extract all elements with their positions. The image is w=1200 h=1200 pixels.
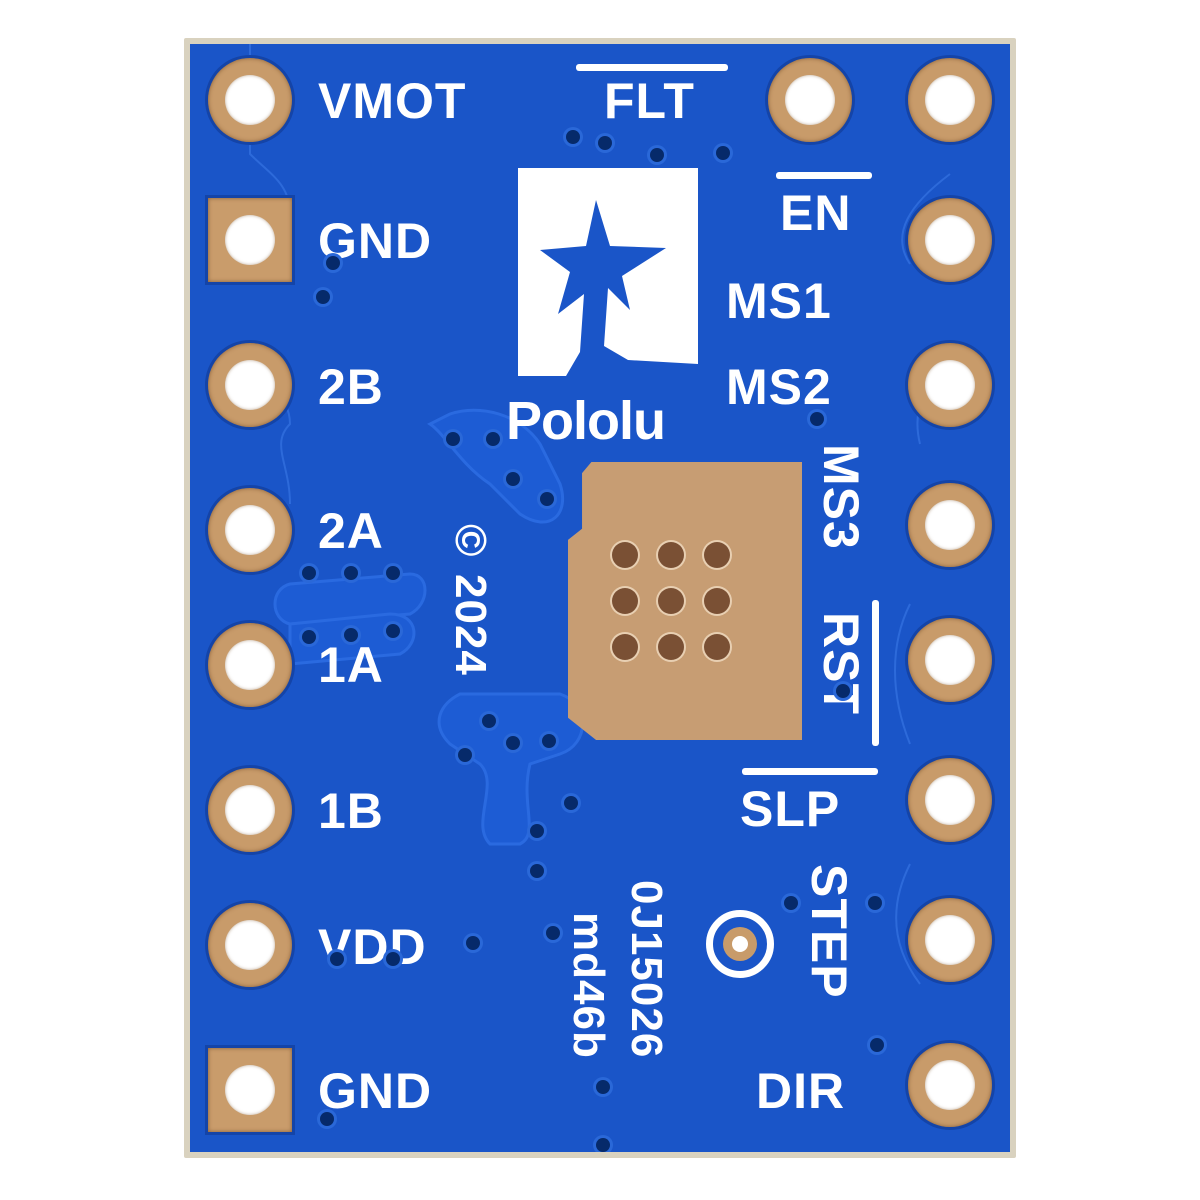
thermal-via <box>658 634 684 660</box>
label-en: EN <box>780 185 852 241</box>
via <box>386 624 400 638</box>
label-flt: FLT <box>604 73 695 129</box>
label-2b: 2B <box>318 359 384 415</box>
via <box>870 1038 884 1052</box>
via <box>302 630 316 644</box>
via <box>596 1138 610 1152</box>
via <box>546 926 560 940</box>
pin-rst <box>908 618 992 702</box>
overbar-flt <box>576 64 728 71</box>
thermal-via <box>612 588 638 614</box>
via <box>530 864 544 878</box>
via <box>302 566 316 580</box>
via <box>344 566 358 580</box>
via <box>330 952 344 966</box>
label-2a: 2A <box>318 503 384 559</box>
brand-text: Pololu <box>506 391 666 451</box>
label-vmot: VMOT <box>318 73 467 129</box>
overbar-rst <box>872 600 879 746</box>
label-dir: DIR <box>756 1063 846 1119</box>
thermal-via <box>658 588 684 614</box>
pin-vdd <box>208 903 292 987</box>
pcb-board: VMOT GND 2B 2A 1A 1B VDD GND FLT EN MS1 … <box>190 44 1010 1152</box>
via <box>650 148 664 162</box>
thermal-via <box>704 588 730 614</box>
label-1b: 1B <box>318 783 384 839</box>
pin-vmot <box>208 58 292 142</box>
thermal-pad <box>568 462 802 740</box>
overbar-slp <box>742 768 878 775</box>
via <box>716 146 730 160</box>
pololu-logo <box>518 168 698 376</box>
via <box>386 952 400 966</box>
pin-dir <box>908 1043 992 1127</box>
via <box>784 896 798 910</box>
via <box>506 472 520 486</box>
via <box>326 256 340 270</box>
via <box>320 1112 334 1126</box>
label-1a: 1A <box>318 637 384 693</box>
pin-flt <box>768 58 852 142</box>
via <box>316 290 330 304</box>
via <box>566 130 580 144</box>
thermal-via <box>612 634 638 660</box>
pin-gnd-bottom <box>208 1048 292 1132</box>
via <box>598 136 612 150</box>
label-ms2: MS2 <box>726 359 832 415</box>
mounting-hole <box>706 910 774 978</box>
thermal-via <box>704 634 730 660</box>
pin-2b <box>208 343 292 427</box>
via <box>446 432 460 446</box>
pin-en <box>908 58 992 142</box>
via <box>466 936 480 950</box>
via <box>386 566 400 580</box>
overbar-en <box>776 172 872 179</box>
pin-1a <box>208 623 292 707</box>
via <box>836 684 850 698</box>
pin-1b <box>208 768 292 852</box>
star-palm-icon <box>540 200 698 376</box>
via <box>868 896 882 910</box>
via <box>564 796 578 810</box>
via <box>530 824 544 838</box>
pin-slp <box>908 758 992 842</box>
via <box>596 1080 610 1094</box>
via <box>540 492 554 506</box>
pin-gnd-top <box>208 198 292 282</box>
thermal-via <box>704 542 730 568</box>
pin-ms1 <box>908 198 992 282</box>
pin-ms3 <box>908 483 992 567</box>
copyright-year: 2024 <box>446 574 495 676</box>
copyright-symbol: © <box>446 524 495 558</box>
via <box>482 714 496 728</box>
via <box>810 412 824 426</box>
label-slp: SLP <box>740 781 841 837</box>
via <box>458 748 472 762</box>
via <box>542 734 556 748</box>
label-gnd-bottom: GND <box>318 1063 433 1119</box>
thermal-via <box>658 542 684 568</box>
pin-step <box>908 898 992 982</box>
pin-2a <box>208 488 292 572</box>
via <box>506 736 520 750</box>
serial-line2: md46b <box>564 912 613 1059</box>
pin-ms2 <box>908 343 992 427</box>
via <box>486 432 500 446</box>
label-step: STEP <box>801 864 857 999</box>
label-ms1: MS1 <box>726 273 832 329</box>
serial-line1: 0J15026 <box>622 880 671 1059</box>
label-rst: RST <box>813 612 869 715</box>
via <box>344 628 358 642</box>
thermal-via <box>612 542 638 568</box>
label-ms3: MS3 <box>813 444 869 550</box>
